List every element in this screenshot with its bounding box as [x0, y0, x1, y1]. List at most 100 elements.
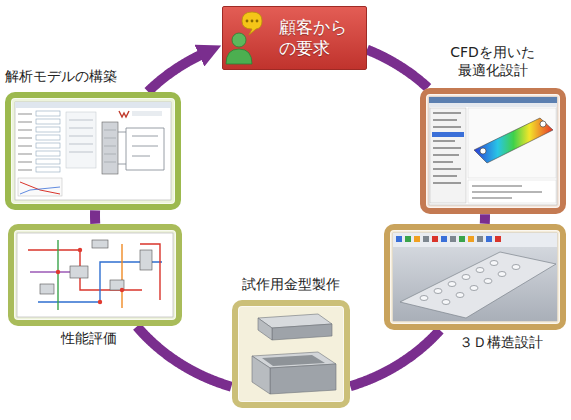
- analysis-screenshot: [104, 154, 116, 155]
- mold-illustration: [238, 306, 344, 402]
- stage-heading: 解析モデルの構築: [5, 68, 155, 86]
- cycle-arrow: [367, 50, 428, 88]
- cfd-screenshot: [430, 108, 466, 203]
- cfd-screenshot: [433, 119, 457, 121]
- analysis-screenshot: [104, 138, 116, 139]
- analysis-screenshot: [69, 144, 93, 145]
- analysis-screenshot: [69, 152, 93, 153]
- cfd-screenshot: [468, 180, 556, 203]
- customer-icon: [251, 20, 254, 23]
- analysis-screenshot: [18, 121, 32, 123]
- cad-screenshot: [495, 236, 501, 242]
- analysis-screenshot: [11, 98, 175, 204]
- cfd-screenshot: [429, 97, 557, 103]
- analysis-screenshot: [20, 187, 60, 194]
- cfd-screenshot: [433, 126, 461, 128]
- cad-screenshot: [486, 236, 492, 242]
- analysis-screenshot: [11, 98, 175, 204]
- cad-screenshot: [396, 236, 501, 242]
- customer-icon: [256, 20, 259, 23]
- analysis-screenshot: [18, 113, 32, 171]
- analysis-screenshot: [20, 182, 60, 194]
- cad-screenshot: [400, 252, 556, 318]
- cad-screenshot: [498, 272, 506, 277]
- analysis-screenshot: [132, 136, 158, 156]
- mold-illustration: [258, 318, 272, 340]
- analysis-screenshot: [69, 120, 93, 121]
- cfd-screenshot: [474, 118, 553, 163]
- cad-screenshot: [393, 233, 557, 321]
- cad-screenshot: [396, 236, 402, 242]
- cfd-screenshot: [433, 140, 455, 142]
- analysis-screenshot: [119, 111, 129, 117]
- analysis-screenshot: [104, 130, 116, 162]
- test-rig-screenshot: [17, 233, 173, 317]
- analysis-screenshot: [36, 127, 60, 132]
- cfd-screenshot: [468, 108, 556, 178]
- test-rig-screenshot: [121, 244, 122, 308]
- test-rig-screenshot: [57, 240, 58, 310]
- analysis-screenshot: [69, 128, 93, 129]
- cfd-screenshot: [433, 154, 459, 156]
- analysis-screenshot: [36, 119, 60, 124]
- stage-heading: 性能評価: [34, 330, 144, 348]
- analysis-screenshot: [102, 122, 118, 174]
- cad-screenshot: [393, 233, 557, 247]
- customer-icon: [222, 6, 278, 70]
- cycle-arrow: [90, 210, 100, 223]
- cfd-screenshot: [433, 182, 461, 184]
- cad-screenshot: [470, 286, 478, 291]
- cad-screenshot: [468, 236, 474, 242]
- cad-screenshot: [459, 236, 465, 242]
- analysis-screenshot: [18, 178, 62, 196]
- customer-icon: [242, 12, 262, 35]
- box-label: 顧客から の要求: [279, 17, 354, 60]
- cad-screenshot: [405, 236, 411, 242]
- analysis-screenshot: [18, 129, 32, 131]
- cad-screenshot: [420, 296, 428, 301]
- cad-screenshot: [393, 247, 557, 321]
- test-rig-screenshot: [92, 240, 108, 248]
- cad-screenshot: [432, 236, 438, 242]
- analysis-screenshot: [18, 137, 32, 139]
- cad-screenshot: [434, 289, 442, 294]
- cad-screenshot: [512, 265, 520, 270]
- cycle-arrow: [480, 214, 490, 223]
- analysis-screenshot: [104, 130, 116, 131]
- mold-illustration: [262, 355, 325, 366]
- analysis-screenshot: [104, 146, 116, 147]
- test-rig-screenshot: [14, 230, 176, 320]
- test-panel: 性能評価: [8, 224, 182, 326]
- customer-icon: [226, 49, 252, 64]
- cfd-screenshot: [426, 94, 560, 208]
- analysis-screenshot: [126, 128, 164, 170]
- analysis-screenshot: [36, 151, 60, 156]
- analysis-screenshot: [104, 162, 116, 163]
- analysis-screenshot: [69, 120, 93, 152]
- cad-screenshot: [390, 230, 560, 324]
- cycle-arrow: [350, 330, 440, 386]
- cad-screenshot: [442, 300, 450, 305]
- mold-illustration: [252, 356, 270, 394]
- analysis-screenshot: [18, 169, 32, 171]
- customer-icon: [232, 33, 246, 47]
- cfd-screenshot: [429, 97, 557, 205]
- analysis-screenshot: [118, 128, 164, 170]
- cfd-panel: CFDを用いた 最適化設計: [420, 88, 566, 214]
- analysis-screenshot: [15, 102, 171, 108]
- customer-icon: [246, 20, 249, 23]
- analysis-screenshot: [36, 111, 60, 172]
- cfd-screenshot: [433, 112, 461, 114]
- cfd-screenshot: [472, 197, 512, 199]
- cfd-screenshot: [433, 168, 461, 170]
- analysis-screenshot: [18, 113, 32, 115]
- cad-screenshot: [423, 236, 429, 242]
- analysis-screenshot: [15, 102, 171, 200]
- test-rig-screenshot: [78, 248, 82, 252]
- model-panel: 解析モデルの構築: [5, 92, 181, 210]
- test-rig-screenshot: [98, 300, 102, 304]
- cad-screenshot: [420, 261, 520, 305]
- analysis-screenshot: [118, 132, 126, 164]
- cfd-screenshot: [433, 112, 461, 184]
